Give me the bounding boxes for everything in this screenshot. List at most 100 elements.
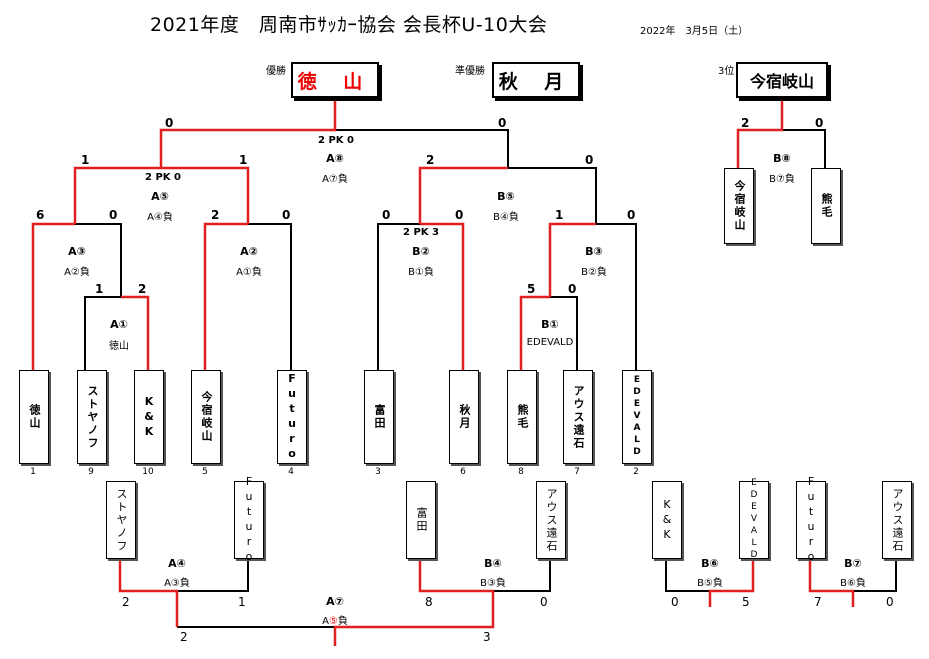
score: 0 <box>568 282 577 296</box>
line-b7-win <box>808 557 855 607</box>
team-box: ストヤノフ <box>106 481 136 559</box>
line-a3-win <box>31 222 75 370</box>
line-a2-win <box>203 222 248 370</box>
seed-number: 3 <box>375 467 381 477</box>
runner-up-label: 準優勝 <box>455 66 485 77</box>
match-label: B④ <box>484 557 502 570</box>
line-b7-right <box>853 557 897 592</box>
match-label: B③ <box>585 245 603 258</box>
match-note: EDEVALD <box>526 337 574 348</box>
score: 0 <box>540 595 548 609</box>
line-a2-right <box>248 223 292 370</box>
score: 5 <box>527 282 536 296</box>
team-box: K&K <box>134 370 164 464</box>
seed-number: 5 <box>202 467 208 477</box>
champion-box: 徳 山 <box>291 62 379 98</box>
score: 7 <box>814 595 822 609</box>
match-label: A① <box>110 318 128 331</box>
team-box: アウス遠石 <box>882 481 912 559</box>
match-note: B①負 <box>408 267 434 278</box>
team-box: 今宿岐山 <box>191 370 221 464</box>
score: 0 <box>165 116 174 130</box>
line-a1-left <box>84 296 121 370</box>
score: 6 <box>36 208 45 222</box>
score: 0 <box>498 116 507 130</box>
line-b2-win <box>420 222 465 370</box>
match-note: B⑤負 <box>697 578 723 589</box>
score: 0 <box>671 595 679 609</box>
match-label: B⑦ <box>844 557 862 570</box>
line-a4-win <box>118 557 179 627</box>
line-b5-right <box>508 167 597 224</box>
pk-score: 2 PK 0 <box>145 172 181 183</box>
line-a3-right <box>75 223 122 297</box>
score: 0 <box>886 595 894 609</box>
score: 1 <box>555 208 564 222</box>
match-note: A①負 <box>236 267 262 278</box>
score: 0 <box>455 208 464 222</box>
score: 3 <box>483 630 491 644</box>
match-label: A④ <box>168 557 186 570</box>
match-note: B②負 <box>581 267 607 278</box>
match-note: B④負 <box>493 212 519 223</box>
match-label: B⑥ <box>701 557 719 570</box>
line-b6-win <box>708 557 755 607</box>
pk-score: 2 PK 3 <box>403 227 439 238</box>
team-box: 熊毛 <box>811 168 841 244</box>
team-box: 徳山 <box>19 370 49 464</box>
line-a4-right <box>177 557 249 592</box>
match-label: A② <box>240 245 258 258</box>
champion-label: 優勝 <box>266 66 286 77</box>
line-b3-right <box>596 223 637 370</box>
match-note: A③負 <box>164 578 190 589</box>
score: 1 <box>238 595 246 609</box>
seed-number: 7 <box>574 467 580 477</box>
match-note: A⑤負 <box>322 616 348 627</box>
event-date: 2022年 3月5日（土） <box>640 26 749 37</box>
match-label: A⑦ <box>326 595 344 608</box>
line-a1-win <box>121 295 150 370</box>
score: 1 <box>95 282 104 296</box>
line-b2-left <box>377 223 420 370</box>
team-box: EDEVALD <box>739 478 769 562</box>
score: 0 <box>815 116 824 130</box>
score: 0 <box>627 208 636 222</box>
team-box: 富田 <box>406 481 436 559</box>
seed-number: 10 <box>142 467 154 477</box>
match-label: B⑧ <box>773 152 791 165</box>
line-b5-win <box>418 166 508 224</box>
score: 2 <box>180 630 188 644</box>
team-box: K&K <box>652 481 682 559</box>
line-b1-right <box>550 296 578 370</box>
match-note: B⑦負 <box>769 174 795 185</box>
team-box: 熊毛 <box>507 370 537 464</box>
seed-number: 1 <box>30 467 36 477</box>
match-note: B③負 <box>480 578 506 589</box>
runner-up-box: 秋 月 <box>492 62 580 98</box>
score: 0 <box>382 208 391 222</box>
line-final-right <box>335 129 509 168</box>
match-note: 徳山 <box>109 341 129 352</box>
team-box: アウス遠石 <box>563 370 593 464</box>
seed-number: 4 <box>288 467 294 477</box>
score: 2 <box>138 282 147 296</box>
team-box: Futuro <box>234 475 264 565</box>
line-b8-right <box>782 129 826 168</box>
line-final-left <box>159 97 337 168</box>
score: 0 <box>585 153 594 167</box>
team-box: ストヤノフ <box>77 370 107 464</box>
team-box: 秋月 <box>449 370 479 464</box>
team-box: アウス遠石 <box>536 481 566 559</box>
match-label: B⑤ <box>497 190 515 203</box>
score: 2 <box>211 208 220 222</box>
line-b6-left <box>665 557 710 592</box>
score: 8 <box>425 595 433 609</box>
pk-score: 2 PK 0 <box>318 135 354 146</box>
match-note: A⑦負 <box>322 174 348 185</box>
match-label: A③ <box>68 245 86 258</box>
seed-number: 8 <box>518 467 524 477</box>
seed-number: 6 <box>460 467 466 477</box>
match-label: B② <box>412 245 430 258</box>
team-box: Futuro <box>796 475 826 565</box>
